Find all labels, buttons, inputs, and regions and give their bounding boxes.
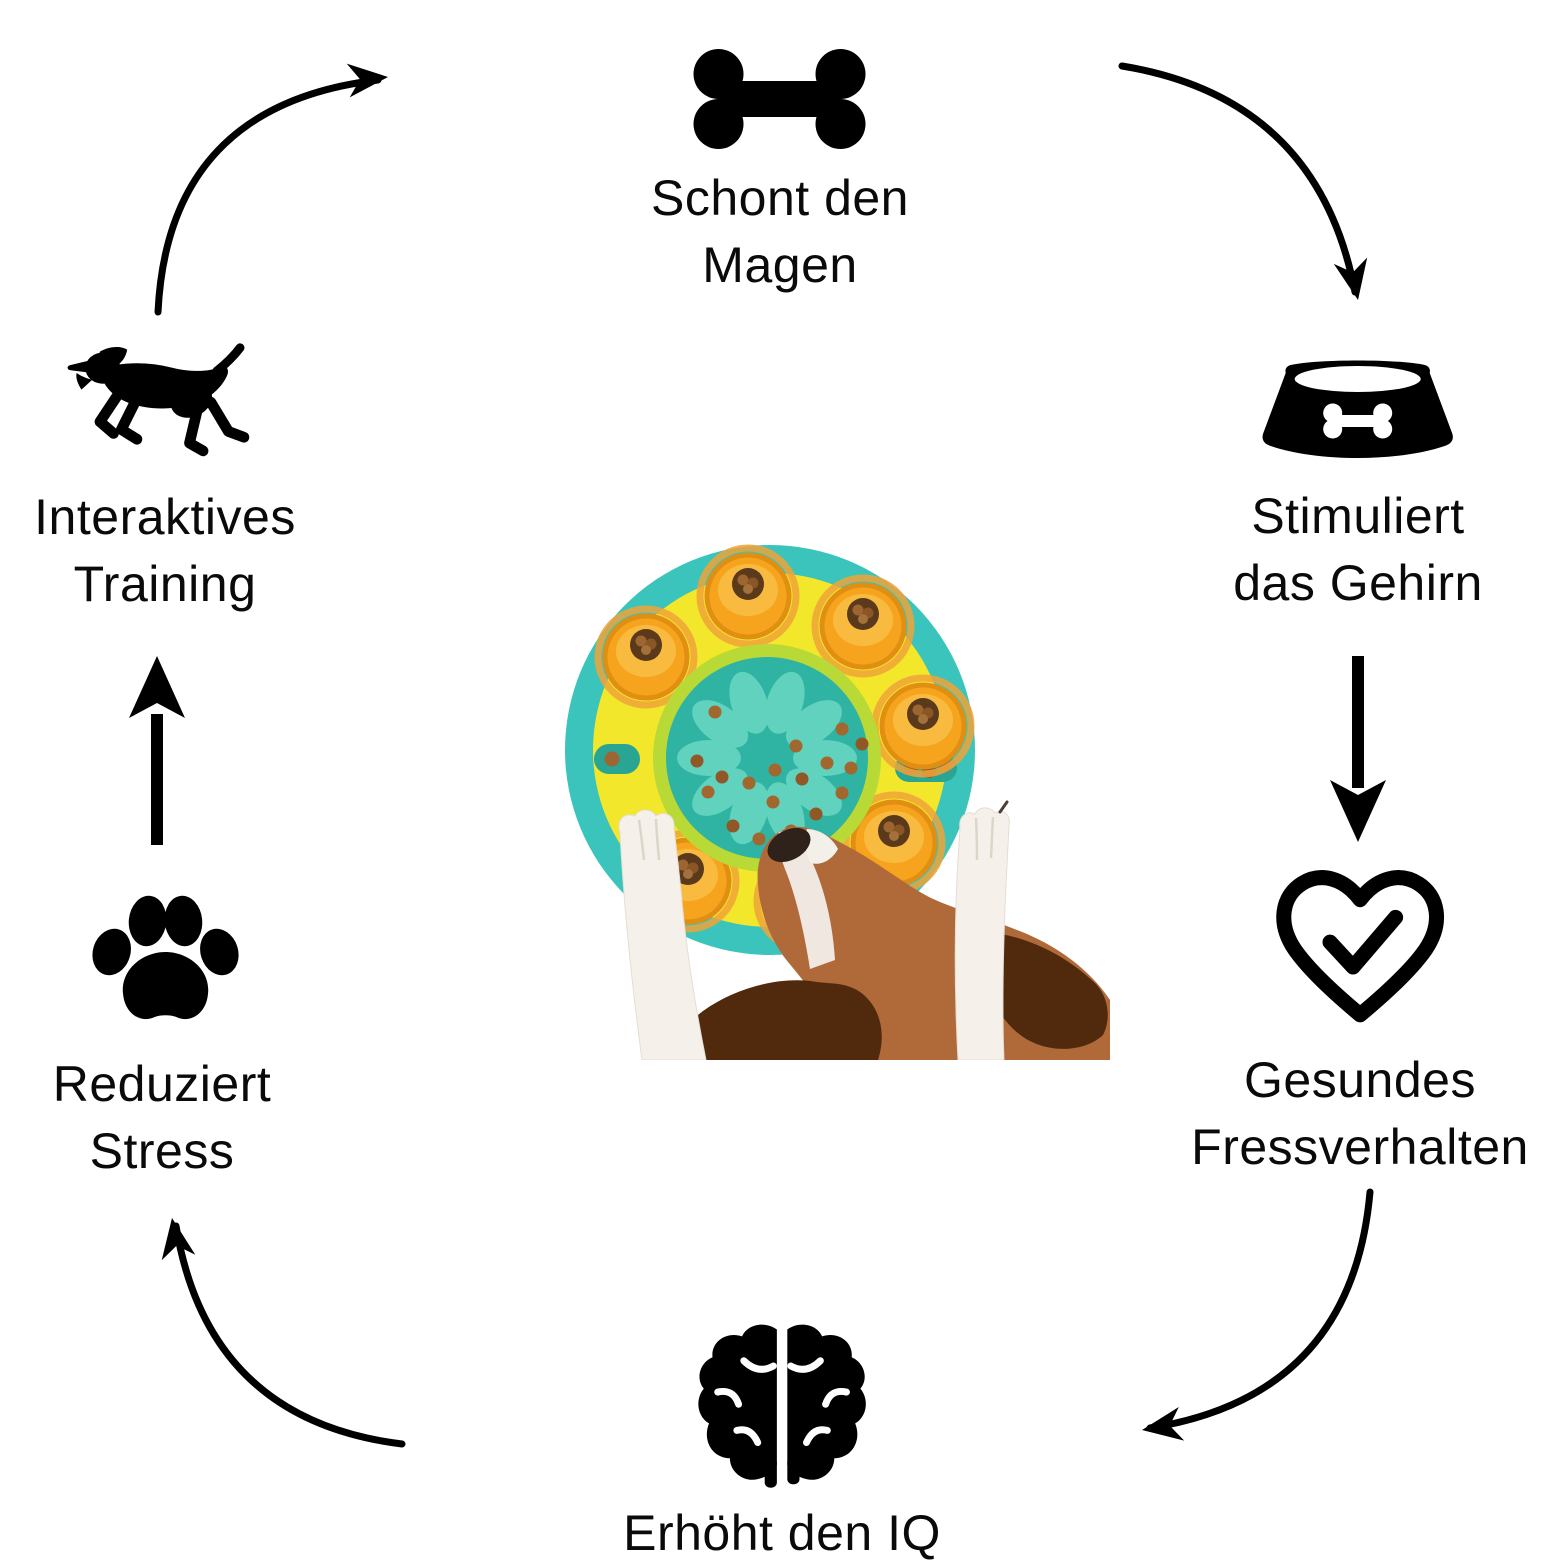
cycle-item-erhoeht-den-iq: Erhöht den IQ — [623, 1316, 941, 1563]
cycle-item-schont-den-magen: Schont den Magen — [651, 47, 909, 299]
cycle-item-stimuliert-das-gehirn: Stimuliert das Gehirn — [1233, 358, 1483, 617]
paw-icon — [73, 890, 252, 1027]
dog-with-treat-puzzle-photo — [565, 544, 1110, 1060]
cycle-item-label: Schont den Magen — [651, 170, 909, 293]
dog-right-ear — [982, 932, 1108, 1049]
arrow-top-left — [154, 76, 382, 316]
dog — [618, 800, 1110, 1060]
cycle-item-label: Interaktives Training — [34, 489, 296, 612]
arrow-bottom-left — [172, 1222, 406, 1448]
cycle-item-label: Erhöht den IQ — [623, 1505, 941, 1561]
arrow-top-right — [1118, 62, 1359, 296]
arrowhead-top-right — [1333, 257, 1368, 300]
dog-muzzle-white — [804, 829, 838, 864]
arrow-bottom-right — [1146, 1188, 1374, 1432]
dog-blaze — [777, 830, 835, 969]
dog-left-paw — [618, 809, 707, 1060]
dog-left-ear — [673, 980, 882, 1060]
bone-icon — [692, 47, 867, 151]
cycle-item-label: Stimuliert das Gehirn — [1233, 488, 1483, 611]
cycle-item-label: Gesundes Fressverhalten — [1191, 1052, 1529, 1175]
cycle-item-label: Reduziert Stress — [52, 1056, 272, 1179]
dog-right-paw — [954, 800, 1010, 1060]
arrowhead-bottom-right — [1142, 1407, 1185, 1441]
center-photo — [545, 530, 1110, 1065]
arrow-right-down — [1330, 656, 1386, 842]
arrow-left-up — [129, 656, 185, 845]
dog-nose — [767, 827, 811, 863]
arrowhead-top-left — [346, 63, 388, 98]
cycle-item-gesundes-fressverhalten: Gesundes Fressverhalten — [1191, 866, 1529, 1181]
heart-check-icon — [1268, 866, 1452, 1029]
running-dog-icon — [62, 338, 267, 484]
dog-bowl-icon — [1258, 358, 1459, 475]
cycle-item-interaktives-training: Interaktives Training — [34, 338, 296, 618]
cycle-item-reduziert-stress: Reduziert Stress — [53, 890, 272, 1185]
arrowhead-bottom-left — [161, 1218, 196, 1261]
brain-icon — [695, 1316, 869, 1496]
